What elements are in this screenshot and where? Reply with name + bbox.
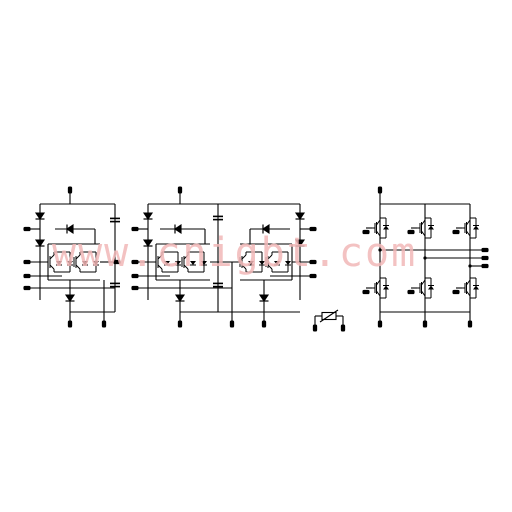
diode-icon xyxy=(64,294,76,302)
terminal-pin xyxy=(407,289,415,295)
terminal-pin xyxy=(377,186,383,194)
terminal-pin xyxy=(481,247,489,253)
terminal-pin xyxy=(23,259,31,265)
terminal-pin xyxy=(177,186,183,194)
terminal-pin xyxy=(377,320,383,328)
watermark-text: www.cnigbt.com xyxy=(52,230,417,276)
terminal-pin xyxy=(177,320,183,328)
diode-icon xyxy=(142,212,154,220)
terminal-pin xyxy=(481,263,489,269)
terminal-pin xyxy=(23,226,31,232)
circuit-middle-bridge xyxy=(131,186,317,328)
diode-icon xyxy=(258,294,270,302)
circuit-left-bridge xyxy=(23,186,121,328)
diode-icon xyxy=(34,239,46,247)
terminal-pin xyxy=(23,273,31,279)
thermistor-symbol xyxy=(312,309,346,332)
terminal-pin xyxy=(467,320,473,328)
terminal-pin xyxy=(452,229,460,235)
terminal-pin xyxy=(229,320,235,328)
terminal-pin xyxy=(362,289,370,295)
terminal-pin xyxy=(422,320,428,328)
diode-icon xyxy=(174,294,186,302)
terminal-pin xyxy=(67,186,73,194)
terminal-pin xyxy=(261,320,267,328)
terminal-pin xyxy=(131,285,139,291)
terminal-pin xyxy=(481,255,489,261)
diode-icon xyxy=(294,212,306,220)
diode-icon xyxy=(34,212,46,220)
terminal-pin xyxy=(23,285,31,291)
terminal-pin xyxy=(101,320,107,328)
terminal-pin xyxy=(312,324,318,332)
thermistor-slash xyxy=(319,309,339,323)
terminal-pin xyxy=(452,289,460,295)
circuit-three-phase-inverter xyxy=(362,186,489,328)
terminal-pin xyxy=(67,320,73,328)
terminal-pin xyxy=(340,324,346,332)
